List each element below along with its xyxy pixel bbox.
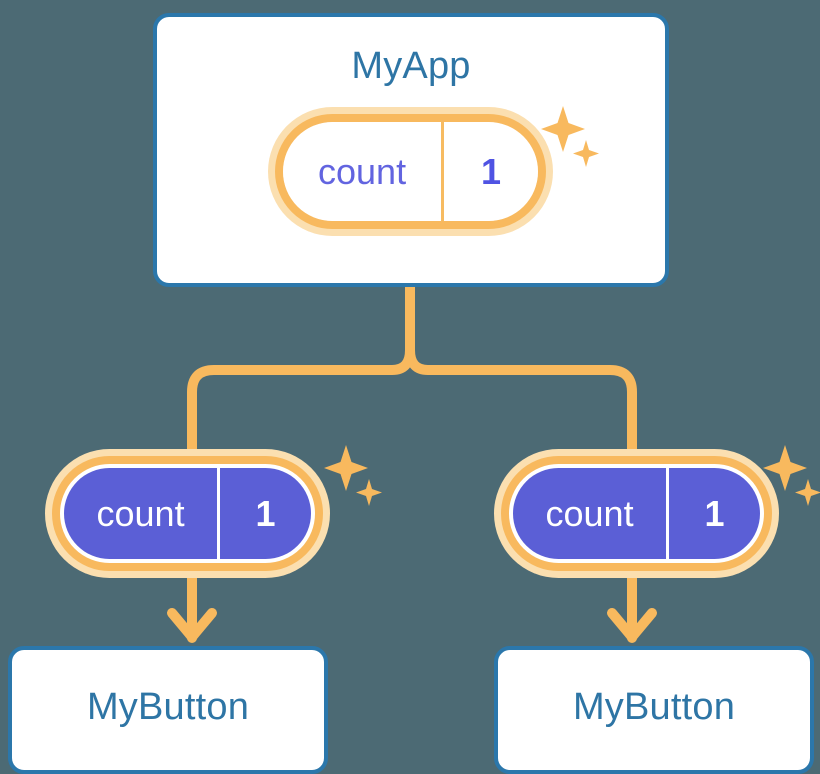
state-pill-body: count 1	[64, 468, 311, 559]
component-card-mybutton-right[interactable]: MyButton	[494, 646, 814, 774]
arrow-down-icon-left-head	[167, 608, 217, 642]
state-pill-ring: count 1	[52, 456, 323, 571]
sparkle-group-child-left	[324, 445, 382, 506]
sparkle-small-icon	[795, 479, 820, 506]
state-pill-key: count	[545, 492, 634, 534]
arrow-down-icon-right-head	[607, 608, 657, 642]
state-pill-value: 1	[217, 468, 311, 559]
state-pill-child-left[interactable]: count 1	[45, 449, 330, 578]
state-pill-value: 1	[441, 122, 538, 221]
state-pill-key: count	[318, 150, 407, 192]
sparkle-icon	[324, 445, 368, 491]
state-pill-ring: count 1	[275, 114, 546, 229]
state-pill-body: count 1	[513, 468, 760, 559]
state-pill-value: 1	[666, 468, 760, 559]
state-pill-body: count 1	[283, 122, 538, 221]
connector-branch-left	[187, 345, 415, 457]
component-title-mybutton: MyButton	[86, 686, 250, 728]
state-pill-key: count	[96, 492, 185, 534]
component-card-mybutton-left[interactable]: MyButton	[8, 646, 328, 774]
state-pill-child-right[interactable]: count 1	[494, 449, 779, 578]
component-title-myapp: MyApp	[351, 45, 471, 87]
state-pill-ring: count 1	[501, 456, 772, 571]
state-pill-myapp[interactable]: count 1	[268, 107, 553, 236]
connector-branch-right	[405, 345, 637, 457]
sparkle-small-icon	[356, 479, 382, 506]
component-title-mybutton: MyButton	[572, 686, 736, 728]
